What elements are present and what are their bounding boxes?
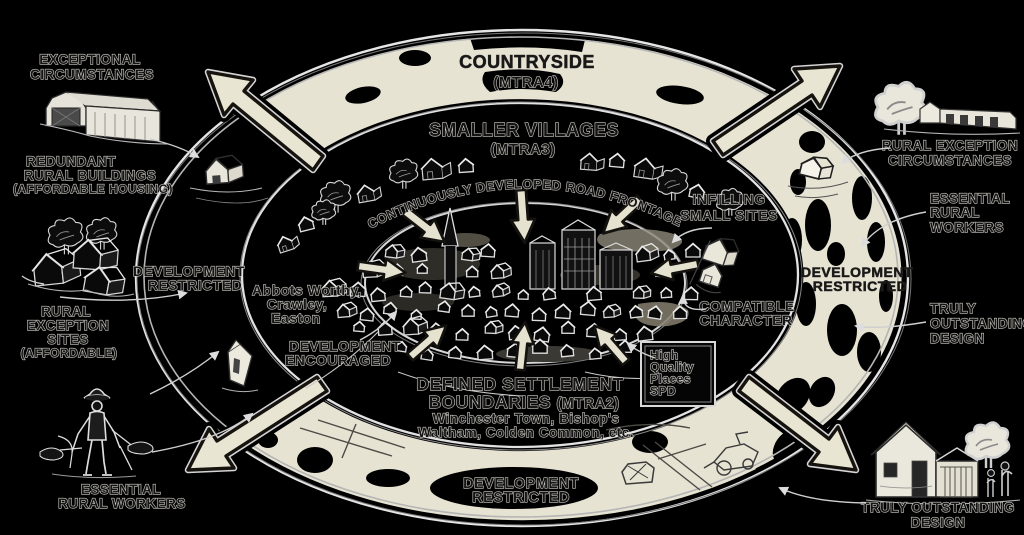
svg-text:DESIGN: DESIGN: [930, 331, 985, 346]
svg-text:COMPATIBLE: COMPATIBLE: [699, 298, 794, 314]
svg-text:RURAL EXCEPTION: RURAL EXCEPTION: [882, 138, 1018, 153]
svg-text:SPD: SPD: [650, 384, 676, 398]
svg-text:RURAL BUILDINGS: RURAL BUILDINGS: [24, 168, 157, 183]
svg-text:CIRCUMSTANCES: CIRCUMSTANCES: [30, 67, 154, 82]
svg-text:(MTRA4): (MTRA4): [493, 74, 558, 91]
svg-text:DESIGN: DESIGN: [911, 515, 966, 530]
svg-text:INFILLING: INFILLING: [693, 191, 766, 207]
svg-text:RURAL: RURAL: [41, 304, 91, 319]
svg-text:EXCEPTIONAL: EXCEPTIONAL: [39, 52, 141, 67]
svg-text:DEVELOPMENT: DEVELOPMENT: [289, 338, 401, 354]
svg-text:CIRCUMSTANCES: CIRCUMSTANCES: [888, 153, 1012, 168]
svg-text:RURAL WORKERS: RURAL WORKERS: [58, 496, 186, 511]
svg-text:(MTRA3): (MTRA3): [490, 141, 555, 158]
svg-text:Abbots Worthy,: Abbots Worthy,: [252, 282, 362, 298]
svg-text:DEVELOPMENT: DEVELOPMENT: [463, 476, 579, 492]
svg-text:EXCEPTION: EXCEPTION: [27, 318, 110, 333]
svg-text:ENCOURAGED: ENCOURAGED: [285, 352, 391, 368]
svg-text:DEVELOPMENT: DEVELOPMENT: [801, 264, 913, 280]
svg-text:(AFFORDABLE HOUSING): (AFFORDABLE HOUSING): [13, 182, 173, 196]
svg-text:Crawley,: Crawley,: [267, 296, 328, 312]
svg-text:Places: Places: [650, 372, 691, 386]
svg-text:ESSENTIAL: ESSENTIAL: [81, 482, 161, 497]
svg-text:DEFINED SETTLEMENT: DEFINED SETTLEMENT: [416, 374, 623, 394]
svg-text:(AFFORDABLE): (AFFORDABLE): [21, 346, 118, 360]
svg-text:Quality: Quality: [650, 360, 694, 374]
svg-text:ESSENTIAL: ESSENTIAL: [930, 191, 1010, 206]
svg-text:RESTRICTED: RESTRICTED: [813, 278, 907, 294]
svg-text:CHARACTER: CHARACTER: [699, 312, 792, 328]
svg-text:Waltham, Colden Common, etc.: Waltham, Colden Common, etc.: [418, 425, 634, 440]
svg-text:RESTRICTED: RESTRICTED: [472, 490, 570, 506]
svg-text:REDUNDANT: REDUNDANT: [26, 154, 116, 169]
svg-text:SITES: SITES: [47, 332, 89, 347]
svg-text:RESTRICTED: RESTRICTED: [148, 277, 242, 293]
svg-text:Easton: Easton: [271, 310, 321, 326]
svg-text:Winchester Town, Bishop's: Winchester Town, Bishop's: [432, 411, 619, 426]
svg-text:TRULY: TRULY: [930, 301, 976, 316]
svg-text:SMALLER VILLAGES: SMALLER VILLAGES: [429, 120, 619, 140]
svg-text:DEVELOPMENT: DEVELOPMENT: [133, 263, 245, 279]
svg-text:RURAL: RURAL: [930, 205, 980, 220]
svg-text:High: High: [650, 348, 679, 362]
svg-text:SMALL SITES: SMALL SITES: [680, 207, 778, 223]
svg-text:TRULY OUTSTANDING: TRULY OUTSTANDING: [861, 500, 1015, 515]
svg-text:WORKERS: WORKERS: [930, 220, 1004, 235]
svg-text:COUNTRYSIDE: COUNTRYSIDE: [459, 52, 595, 72]
svg-text:BOUNDARIES (MTRA2): BOUNDARIES (MTRA2): [428, 392, 619, 412]
svg-text:OUTSTANDING: OUTSTANDING: [930, 316, 1024, 331]
